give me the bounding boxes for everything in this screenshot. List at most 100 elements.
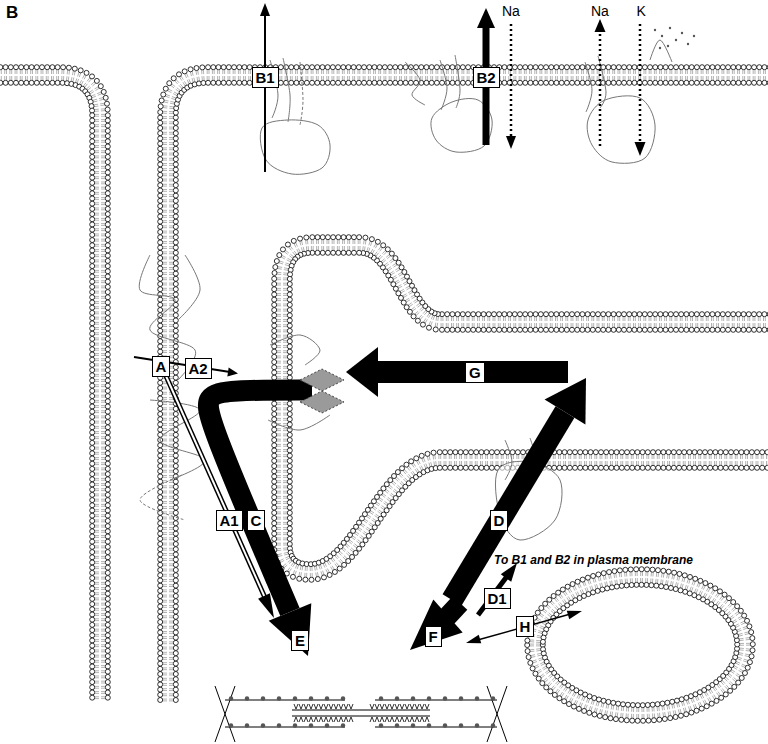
lipid-head [194, 66, 199, 71]
arrow-head [258, 593, 274, 618]
troponin-bead [245, 696, 249, 700]
lipid-head [642, 312, 647, 317]
lipid-head [632, 327, 637, 332]
lipid-head [715, 80, 720, 85]
lipid-head [315, 235, 320, 240]
lipid-head [530, 666, 535, 671]
lipid-head [544, 80, 549, 85]
lipid-head [710, 312, 715, 317]
lipid-head [173, 162, 178, 167]
lipid-head [378, 490, 383, 495]
membrane-layer [0, 65, 768, 724]
lipid-head [173, 640, 178, 645]
lipid-head [158, 406, 163, 411]
lipid-head [512, 65, 517, 70]
lipid-head [736, 65, 741, 70]
transmembrane-helix [283, 58, 290, 122]
lipid-head [350, 554, 355, 559]
lipid-head [535, 610, 540, 615]
lipid-head [272, 516, 277, 521]
lipid-head [673, 587, 678, 592]
arrow-head [506, 136, 516, 149]
channel-protein [260, 120, 330, 174]
lipid-tails [276, 239, 768, 577]
lipid-head [627, 327, 632, 332]
lipid-head [367, 65, 372, 70]
lipid-head [287, 521, 292, 526]
lipid-head [158, 505, 163, 510]
lipid-head [90, 206, 95, 211]
membrane-guide [535, 577, 745, 713]
lipid-head [688, 574, 693, 579]
troponin-bead [475, 723, 479, 727]
lipid-head [173, 588, 178, 593]
lipid-head [105, 638, 110, 643]
lipid-head [158, 271, 163, 276]
lipid-head [738, 608, 743, 613]
lipid-head [580, 327, 585, 332]
lipid-head [657, 717, 662, 722]
lipid-head [632, 80, 637, 85]
lipid-head [429, 65, 434, 70]
lipid-head [606, 65, 611, 70]
callout-box: A1 [216, 510, 243, 531]
lipid-head [726, 327, 731, 332]
lipid-head [105, 160, 110, 165]
lipid-head [173, 583, 178, 588]
lipid-head [744, 465, 749, 470]
lipid-head [105, 602, 110, 607]
lipid-head [90, 622, 95, 627]
lipid-head [549, 65, 554, 70]
lipid-head [90, 565, 95, 570]
lipid-head [507, 312, 512, 317]
lipid-head [357, 546, 362, 551]
lipid-head [440, 327, 445, 332]
lipid-head [90, 388, 95, 393]
lipid-head [0, 80, 3, 85]
lipid-head [608, 716, 613, 721]
lipid-head [105, 680, 110, 685]
lipid-tails [0, 69, 106, 698]
lipid-head [287, 500, 292, 505]
lipid-head [90, 149, 95, 154]
lipid-head [173, 214, 178, 219]
lipid-head [105, 399, 110, 404]
lipid-head [105, 669, 110, 674]
lipid-head [287, 536, 292, 541]
lipid-head [158, 183, 163, 188]
lipid-head [105, 633, 110, 638]
lipid-head [287, 417, 292, 422]
lipid-head [90, 305, 95, 310]
lipid-head [90, 680, 95, 685]
lipid-head [90, 690, 95, 695]
lipid-head [272, 354, 277, 359]
lipid-head [105, 430, 110, 435]
lipid-head [158, 152, 163, 157]
lipid-head [158, 666, 163, 671]
lipid-head [158, 682, 163, 687]
lipid-head [158, 536, 163, 541]
drug-dot [661, 35, 663, 37]
lipid-head [654, 583, 659, 588]
troponin-bead [443, 696, 447, 700]
lipid-head [621, 702, 626, 707]
lipid-head [90, 404, 95, 409]
lipid-head [315, 250, 320, 255]
lipid-tails [162, 69, 768, 701]
lipid-head [105, 295, 110, 300]
lipid-head [105, 596, 110, 601]
lipid-head [309, 577, 314, 582]
callout-box: D1 [484, 588, 511, 609]
transmembrane-helix [585, 62, 592, 112]
lipid-head [492, 312, 497, 317]
lipid-head [298, 236, 303, 241]
lipid-head [90, 617, 95, 622]
lipid-head [479, 450, 484, 455]
lipid-head [105, 248, 110, 253]
lipid-head [689, 710, 694, 715]
lipid-head [538, 327, 543, 332]
lipid-head [90, 128, 95, 133]
lipid-head [559, 80, 564, 85]
lipid-head [90, 664, 95, 669]
lipid-head [752, 65, 757, 70]
